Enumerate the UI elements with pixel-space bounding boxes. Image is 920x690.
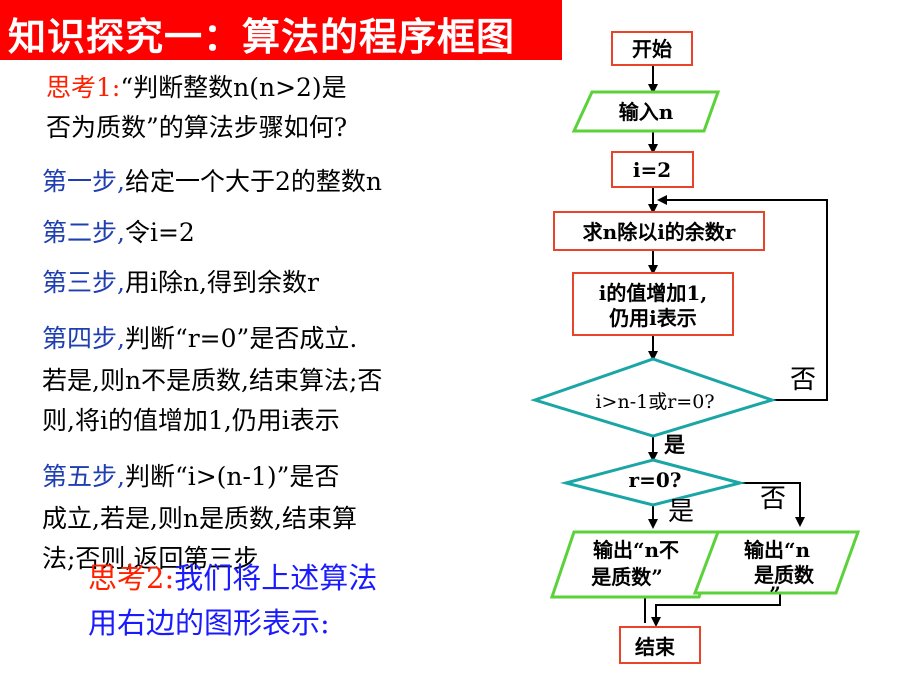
arrow-right-output-end <box>651 593 781 627</box>
cond1-yes-label: 是 <box>664 432 685 457</box>
cond1-label: i>n-1或r=0? <box>595 391 714 413</box>
step5-line3: 法;否则,返回第三步 <box>42 544 259 573</box>
arrow-cond2-no <box>740 482 805 527</box>
out-right-label-3: ” <box>769 582 781 606</box>
end-node <box>619 626 701 664</box>
step4-line3: 则,将i的值增加1,仍用i表示 <box>42 406 340 435</box>
out-right-label-1: 输出“n <box>744 538 811 562</box>
step4-text1: 判断“r=0”是否成立. <box>124 324 358 353</box>
increment-label-1: i的值增加1, <box>599 281 707 305</box>
think1-line1: 思考1:“判断整数n(n>2)是 <box>46 70 347 106</box>
increment-node <box>572 272 734 336</box>
cond1-no-label: 否 <box>790 365 816 395</box>
step3: 第三步,用i除n,得到余数r <box>42 265 319 301</box>
output-not-prime-node <box>549 530 725 599</box>
step4-line1: 第四步,判断“r=0”是否成立. <box>42 321 357 357</box>
step5-label: 第五步, <box>42 462 125 491</box>
end-label: 结束 <box>635 635 676 659</box>
step3-text: 用i除n,得到余数r <box>124 268 319 297</box>
think1-line2: 否为质数”的算法步骤如何? <box>46 113 348 142</box>
slide-title: 知识探究一：算法的程序框图 <box>8 15 516 59</box>
step5-text1: 判断“i>(n-1)”是否 <box>124 462 340 491</box>
remainder-node <box>553 211 765 251</box>
step5-line1: 第五步,判断“i>(n-1)”是否 <box>42 459 339 495</box>
think2-label: 思考2: <box>88 561 175 595</box>
step4-line2: 若是,则n不是质数,结束算法;否 <box>42 366 383 395</box>
step4-label: 第四步, <box>42 324 125 353</box>
step2-label: 第二步, <box>42 218 125 247</box>
step5-line2: 成立,若是,则n是质数,结束算 <box>42 504 357 533</box>
think2-line2: 用右边的图形表示: <box>88 606 330 640</box>
cond2-decision <box>560 458 746 507</box>
init-node <box>611 151 694 188</box>
cond2-label: r=0? <box>629 468 682 492</box>
output-prime-node <box>692 530 861 595</box>
start-label: 开始 <box>632 37 672 61</box>
loop-back-arrow <box>657 195 828 401</box>
init-label: i=2 <box>633 158 671 182</box>
out-left-label-1: 输出“n不 <box>593 538 679 562</box>
out-right-label-2: 是质数 <box>753 563 815 587</box>
think2-text1: 我们将上述算法 <box>174 561 378 595</box>
cond2-yes-label: 是 <box>668 497 694 527</box>
title-bar <box>0 0 562 60</box>
input-label: 输入n <box>619 100 674 124</box>
out-left-label-2: 是质数” <box>590 565 663 589</box>
cond1-decision <box>530 357 777 438</box>
step1-label: 第一步, <box>42 167 125 196</box>
think2-line1: 思考2:我们将上述算法 <box>88 558 377 598</box>
think1-text1: “判断整数n(n>2)是 <box>120 73 347 102</box>
step1: 第一步,给定一个大于2的整数n <box>42 164 382 200</box>
cond2-no-label: 否 <box>760 484 786 514</box>
think1-label: 思考1: <box>46 73 121 102</box>
step2-text: 令i=2 <box>124 218 195 247</box>
input-node <box>571 90 721 133</box>
remainder-label: 求n除以i的余数r <box>583 220 736 244</box>
step1-text: 给定一个大于2的整数n <box>124 167 382 196</box>
step3-label: 第三步, <box>42 268 125 297</box>
increment-label-2: 仍用i表示 <box>608 306 697 330</box>
step2: 第二步,令i=2 <box>42 215 195 251</box>
start-node <box>611 31 693 66</box>
